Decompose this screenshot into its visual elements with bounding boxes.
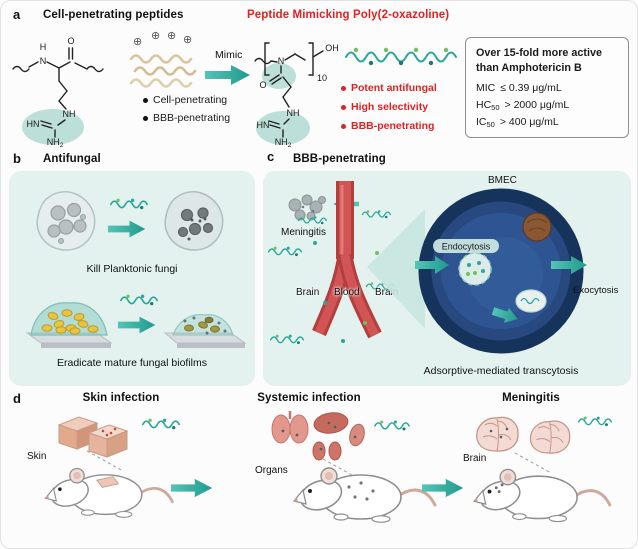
endocytosis-label: Endocytosis [442,242,491,252]
meningitis-cells-icon [288,194,326,221]
atom-n: N [40,56,47,66]
blood-label: Blood [334,287,360,298]
brain-left-label: Brain [296,287,320,298]
connector-line [322,458,360,480]
peptide-structure-icon: N H O NH HN NH2 [12,36,104,147]
outcome-arrow-icon [421,477,465,499]
organs-organ-label: Organs [255,465,288,476]
polymer-squiggle-icon [119,293,159,306]
plus-charge-icon: ⊕ [151,30,161,42]
biofilm-mature-icon [25,302,113,348]
panel-a-label: a [13,7,21,22]
blood-vessel-icon [295,181,403,343]
panel-c-label: c [267,149,275,164]
atom-nh2-sub: 2 [288,142,292,147]
panel-d-label: d [13,391,21,406]
mimic-arrow-icon [205,63,251,87]
organs-icon [271,411,365,461]
skin-patch-icon [57,416,129,458]
polymer-structure-icon: N 10 OH O NH HN NH2 [254,42,339,147]
svg-text:NH2: NH2 [275,137,292,147]
svg-text:NH2: NH2 [47,137,64,147]
plus-charge-icon: ⊕ [167,30,177,42]
list-item: Potent antifungal [341,81,437,96]
mouse-icon [469,455,614,532]
section-meningitis-title: Meningitis [502,392,560,404]
treatment-arrow-icon [117,315,157,335]
connector-line [86,450,124,472]
polymer-squiggle-icon [577,415,613,427]
treatment-arrow-icon [107,219,147,239]
plus-charge-icon: ⊕ [183,34,193,46]
brains-icon [476,416,571,454]
atom-nh2-sub: 2 [60,142,64,147]
atom-nh: NH [287,108,300,118]
bullet-icon [341,86,346,91]
atom-h: H [40,42,47,52]
list-item: Cell-penetrating [143,93,230,108]
mimic-label: Mimic [215,49,243,61]
outcome-arrow-icon [169,477,215,499]
panel-a-left-title: Cell-penetrating peptides [43,9,184,21]
section-systemic-title: Systemic infection [257,392,361,404]
bullet-icon [143,98,148,103]
polymer-squiggle-icon [109,197,149,210]
peptide-properties-list: Cell-penetrating BBB-penetrating [143,93,230,126]
droplet-killed-fungi-icon [164,191,224,251]
list-item: BBB-penetrating [341,119,437,134]
atom-o: O [67,36,74,46]
bmec-label: BMEC [488,175,517,186]
mouse-icon [289,453,439,533]
polymer-squiggle-icon [141,417,181,430]
bullet-icon [341,124,346,129]
bullet-icon [341,105,346,110]
brain-right-label: Brain [375,287,399,298]
metric-mic: MIC≤ 0.39 μg/mL [476,82,562,95]
atom-o: O [259,80,266,90]
atom-nh: NH [63,109,76,119]
panel-c-title: BBB-penetrating [293,153,386,165]
atom-oh: OH [325,43,339,53]
brain-organ-label: Brain [463,453,487,464]
polymer-chain-icon [345,47,457,66]
bullet-icon [143,116,148,121]
atom-nh2: NH [275,137,288,147]
mouse-icon [41,455,176,527]
polymer-properties-list: Potent antifungal High selectivity BBB-p… [341,81,437,134]
panel-b-title: Antifungal [43,153,101,165]
list-item: BBB-penetrating [143,111,230,126]
activity-info-box: Over 15-fold more active than Amphoteric… [465,37,629,139]
peptide-squiggles-icon [129,54,197,88]
bmec-cell-icon: Endocytosis [415,188,587,354]
panel-a-right-title: Peptide Mimicking Poly(2-oxazoline) [247,9,450,21]
panel-b-label: b [13,151,21,166]
droplet-live-fungi-icon [36,191,96,251]
connector-line [514,452,552,474]
list-item: High selectivity [341,100,437,115]
atom-hn: HN [257,120,270,130]
skin-organ-label: Skin [27,451,47,462]
atom-n: N [278,56,285,66]
plus-charge-icon: ⊕ [133,36,143,48]
repeat-subscript: 10 [317,73,327,83]
section-skin-title: Skin infection [82,392,160,404]
meningitis-label: Meningitis [281,227,327,238]
exocytosis-label: Exocytosis [573,285,619,296]
polymer-squiggle-icon [373,419,411,431]
zoom-wedge-icon [367,209,425,329]
planktonic-caption: Kill Planktonic fungi [86,263,178,275]
atom-nh2: NH [47,137,60,147]
atom-hn: HN [27,119,40,129]
info-headline: Over 15-fold more active than Amphoteric… [476,47,603,74]
biofilm-eradicated-icon [163,314,247,348]
biofilm-caption: Eradicate mature fungal biofilms [57,357,207,369]
transcytosis-caption: Adsorptive-mediated transcytosis [423,365,579,377]
